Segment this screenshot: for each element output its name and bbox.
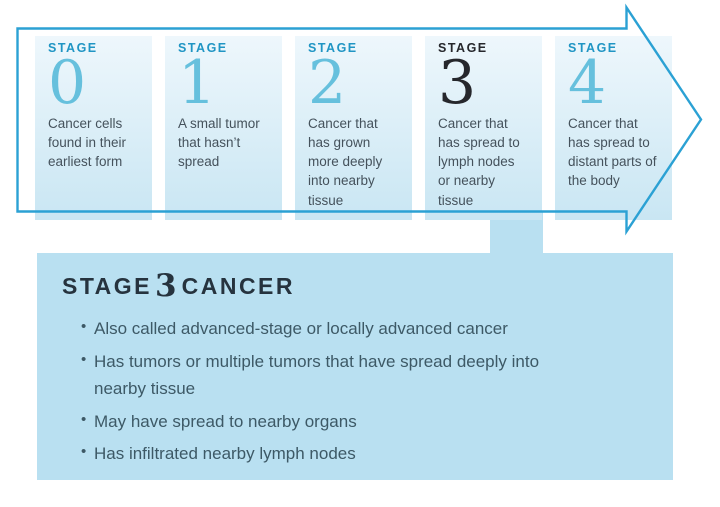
detail-bullet: May have spread to nearby organs bbox=[81, 408, 594, 436]
stage-description: Cancer cells found in their earliest for… bbox=[48, 116, 127, 170]
stage-number: 4 bbox=[568, 48, 607, 118]
heading-suffix: CANCER bbox=[181, 273, 295, 299]
stage-column-2: STAGE 2 Cancer that has grown more deepl… bbox=[295, 36, 412, 220]
stage-description: A small tumor that hasn’t spread bbox=[178, 116, 260, 170]
detail-bullet: Has tumors or multiple tumors that have … bbox=[81, 348, 594, 403]
stage-columns: STAGE 0 Cancer cells found in their earl… bbox=[35, 36, 672, 220]
stage-number: 3 bbox=[438, 48, 477, 118]
detail-bullet-list: Also called advanced-stage or locally ad… bbox=[81, 315, 653, 468]
stage-description: Cancer that has spread to lymph nodes or… bbox=[438, 116, 520, 208]
heading-prefix: STAGE bbox=[62, 273, 153, 299]
stage-description: Cancer that has spread to distant parts … bbox=[568, 116, 657, 189]
stage-number: 2 bbox=[308, 48, 347, 118]
stage-description: Cancer that has grown more deeply into n… bbox=[308, 116, 383, 208]
detail-bullet: Has infiltrated nearby lymph nodes bbox=[81, 440, 594, 468]
stage-column-1: STAGE 1 A small tumor that hasn’t spread bbox=[165, 36, 282, 220]
heading-number: 3 bbox=[155, 268, 177, 304]
stage-column-0: STAGE 0 Cancer cells found in their earl… bbox=[35, 36, 152, 220]
stage-number: 1 bbox=[178, 48, 217, 118]
detail-bullet: Also called advanced-stage or locally ad… bbox=[81, 315, 594, 343]
stage-column-3: STAGE 3 Cancer that has spread to lymph … bbox=[425, 36, 542, 220]
stage-number: 0 bbox=[48, 48, 87, 118]
stage-column-4: STAGE 4 Cancer that has spread to distan… bbox=[555, 36, 672, 220]
